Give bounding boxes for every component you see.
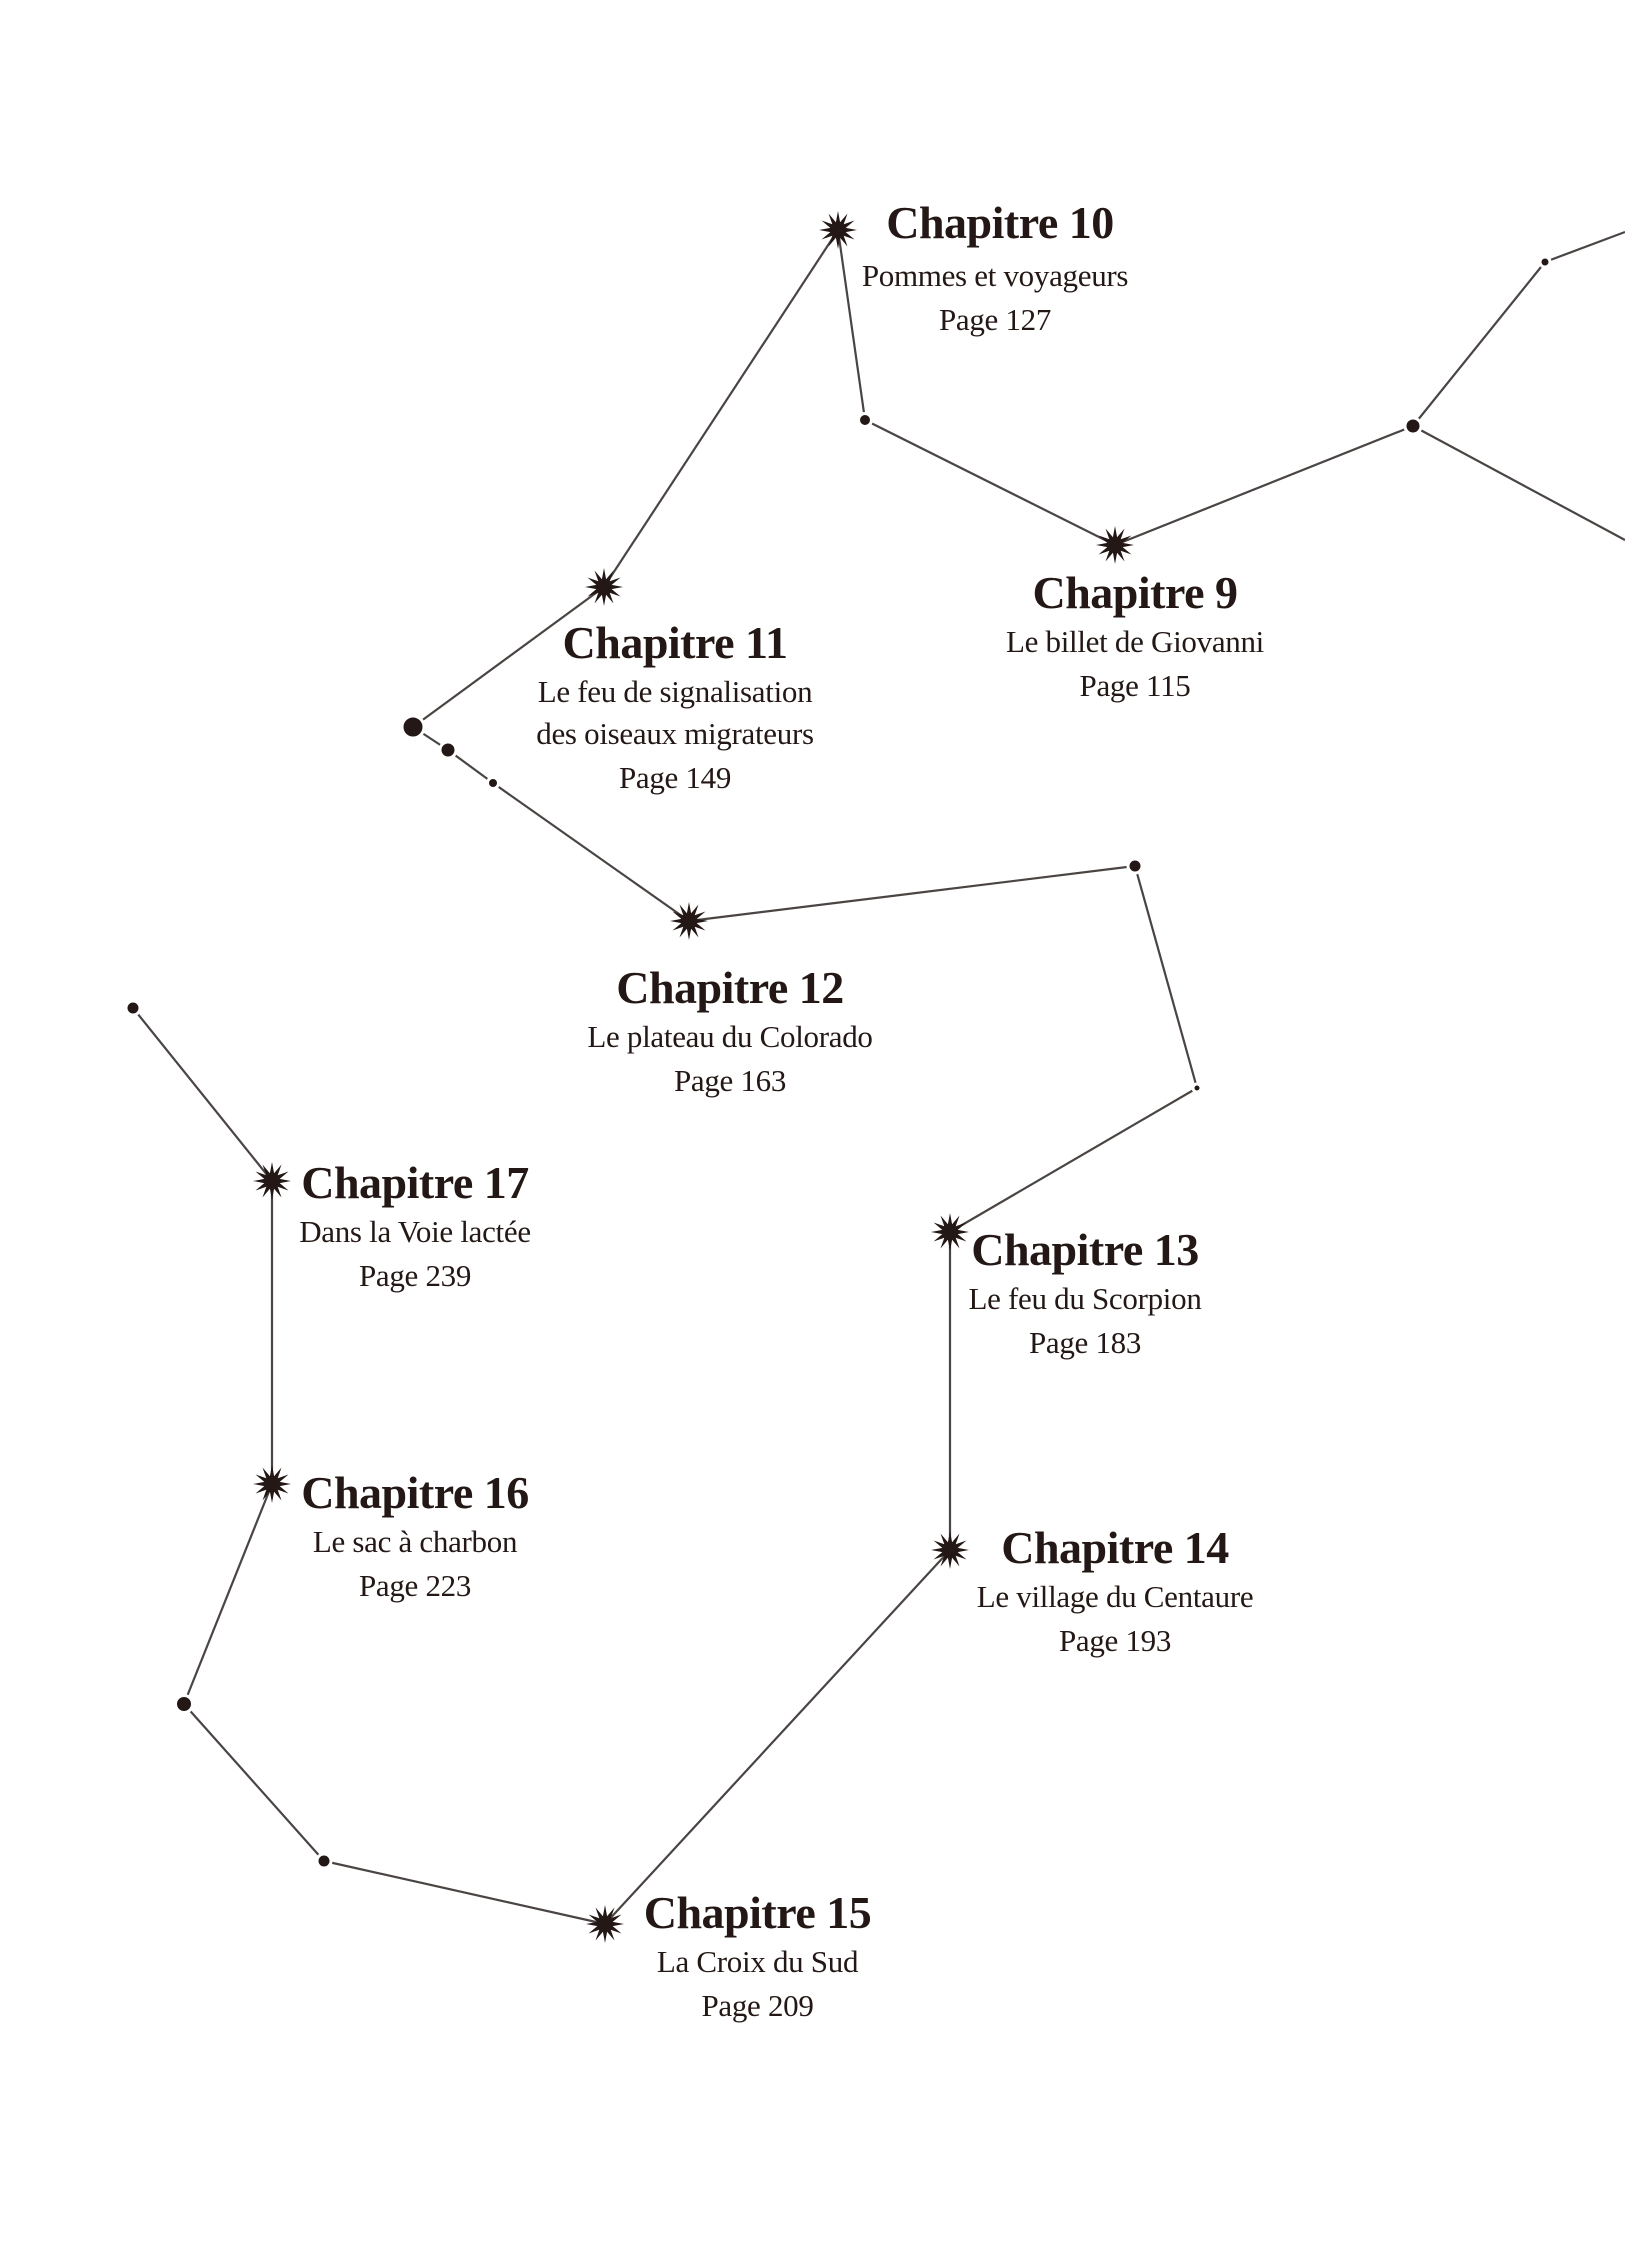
dot-icon	[315, 1852, 333, 1870]
chapter-label-9: Chapitre 9 Le billet de Giovanni Page 11…	[985, 567, 1285, 703]
chapter-page: Page 183	[1028, 1325, 1142, 1360]
chapter-label-13: Chapitre 13 Le feu du Scorpion Page 183	[960, 1224, 1210, 1360]
chapter-title: Chapitre 17	[301, 1157, 529, 1208]
chapter-page: Page 209	[701, 1988, 814, 2023]
connector-line	[836, 229, 867, 421]
chapter-subtitle: La Croix du Sud	[656, 1944, 859, 1979]
chapter-title: Chapitre 14	[1001, 1522, 1229, 1573]
chapter-title: Chapitre 9	[1032, 567, 1239, 618]
connector-line	[1544, 230, 1625, 264]
chapter-title: Chapitre 15	[643, 1887, 872, 1938]
chapter-subtitle: Pommes et voyageurs	[861, 258, 1129, 293]
connector-line	[182, 1483, 274, 1705]
chapter-title: Chapitre 10	[886, 197, 1114, 248]
chapter-page: Page 163	[673, 1063, 787, 1098]
chapter-label-10-details: Pommes et voyageurs Page 127	[845, 260, 1145, 335]
connector-line	[688, 864, 1136, 923]
chapter-label-11: Chapitre 11 Le feu de signalisation des …	[520, 617, 830, 795]
chapter-subtitle: Le feu du Scorpion	[968, 1281, 1202, 1316]
star-burst-icon	[931, 1213, 969, 1251]
dot-icon	[174, 1694, 194, 1714]
chapter-subtitle: Le plateau du Colorado	[587, 1019, 873, 1054]
chapter-page: Page 115	[1079, 668, 1191, 703]
connector-line	[183, 1703, 325, 1862]
dot-icon	[1126, 857, 1144, 875]
connector-line	[864, 419, 1116, 546]
star-burst-icon	[931, 1531, 969, 1569]
star-burst-icon	[819, 211, 857, 249]
chapter-label-17: Chapitre 17 Dans la Voie lactée Page 239	[285, 1157, 545, 1293]
chapter-page: Page 149	[618, 760, 732, 795]
chapter-label-15: Chapitre 15 La Croix du Sud Page 209	[640, 1887, 875, 2023]
star-burst-icon	[1096, 526, 1134, 564]
chapter-subtitle: Le billet de Giovanni	[1006, 624, 1264, 659]
connector-line	[603, 229, 839, 588]
chapter-label-10: Chapitre 10	[855, 200, 1145, 246]
chapter-page: Page 239	[358, 1258, 472, 1293]
chapter-stars	[253, 211, 1134, 1943]
chapter-page: Page 223	[358, 1568, 472, 1603]
waypoint-dots	[124, 255, 1552, 1870]
chapter-title: Chapitre 12	[616, 962, 844, 1013]
chapter-subtitle: Le feu de signalisation	[537, 674, 813, 709]
chapter-label-12: Chapitre 12 Le plateau du Colorado Page …	[575, 962, 885, 1098]
dot-icon	[400, 714, 426, 740]
dot-icon	[857, 412, 873, 428]
star-burst-icon	[253, 1465, 291, 1503]
connector-line	[492, 782, 690, 922]
connector-line	[323, 1859, 606, 1926]
chapter-title: Chapitre 16	[301, 1467, 529, 1518]
chapter-page: Page 127	[938, 302, 1052, 337]
chapter-page: Page 193	[1058, 1623, 1172, 1658]
chapter-subtitle: des oiseaux migrateurs	[536, 716, 814, 751]
chapter-label-14: Chapitre 14 Le village du Centaure Page …	[965, 1522, 1265, 1658]
connector-line	[949, 1087, 1198, 1233]
chapter-title: Chapitre 11	[562, 617, 788, 668]
dot-icon	[1191, 1082, 1203, 1094]
star-burst-icon	[670, 902, 708, 940]
connector-line	[1114, 424, 1414, 547]
dot-icon	[1538, 255, 1552, 269]
chapter-subtitle: Dans la Voie lactée	[299, 1214, 531, 1249]
connector-line	[132, 1007, 273, 1182]
dot-icon	[438, 740, 458, 760]
chapter-subtitle: Le village du Centaure	[976, 1579, 1254, 1614]
chapter-label-16: Chapitre 16 Le sac à charbon Page 223	[295, 1467, 535, 1603]
connector-line	[1133, 865, 1199, 1089]
connector-line	[412, 586, 605, 728]
chapter-title: Chapitre 13	[971, 1224, 1199, 1275]
star-burst-icon	[253, 1162, 291, 1200]
star-burst-icon	[585, 568, 623, 606]
dot-icon	[486, 776, 500, 790]
connector-line	[1412, 425, 1625, 541]
star-burst-icon	[586, 1905, 624, 1943]
connector-line	[604, 1549, 951, 1925]
connector-line	[1412, 261, 1546, 427]
constellation-lines	[132, 229, 1625, 1926]
chapter-subtitle: Le sac à charbon	[312, 1524, 518, 1559]
dot-icon	[124, 999, 142, 1017]
dot-icon	[1403, 416, 1423, 436]
